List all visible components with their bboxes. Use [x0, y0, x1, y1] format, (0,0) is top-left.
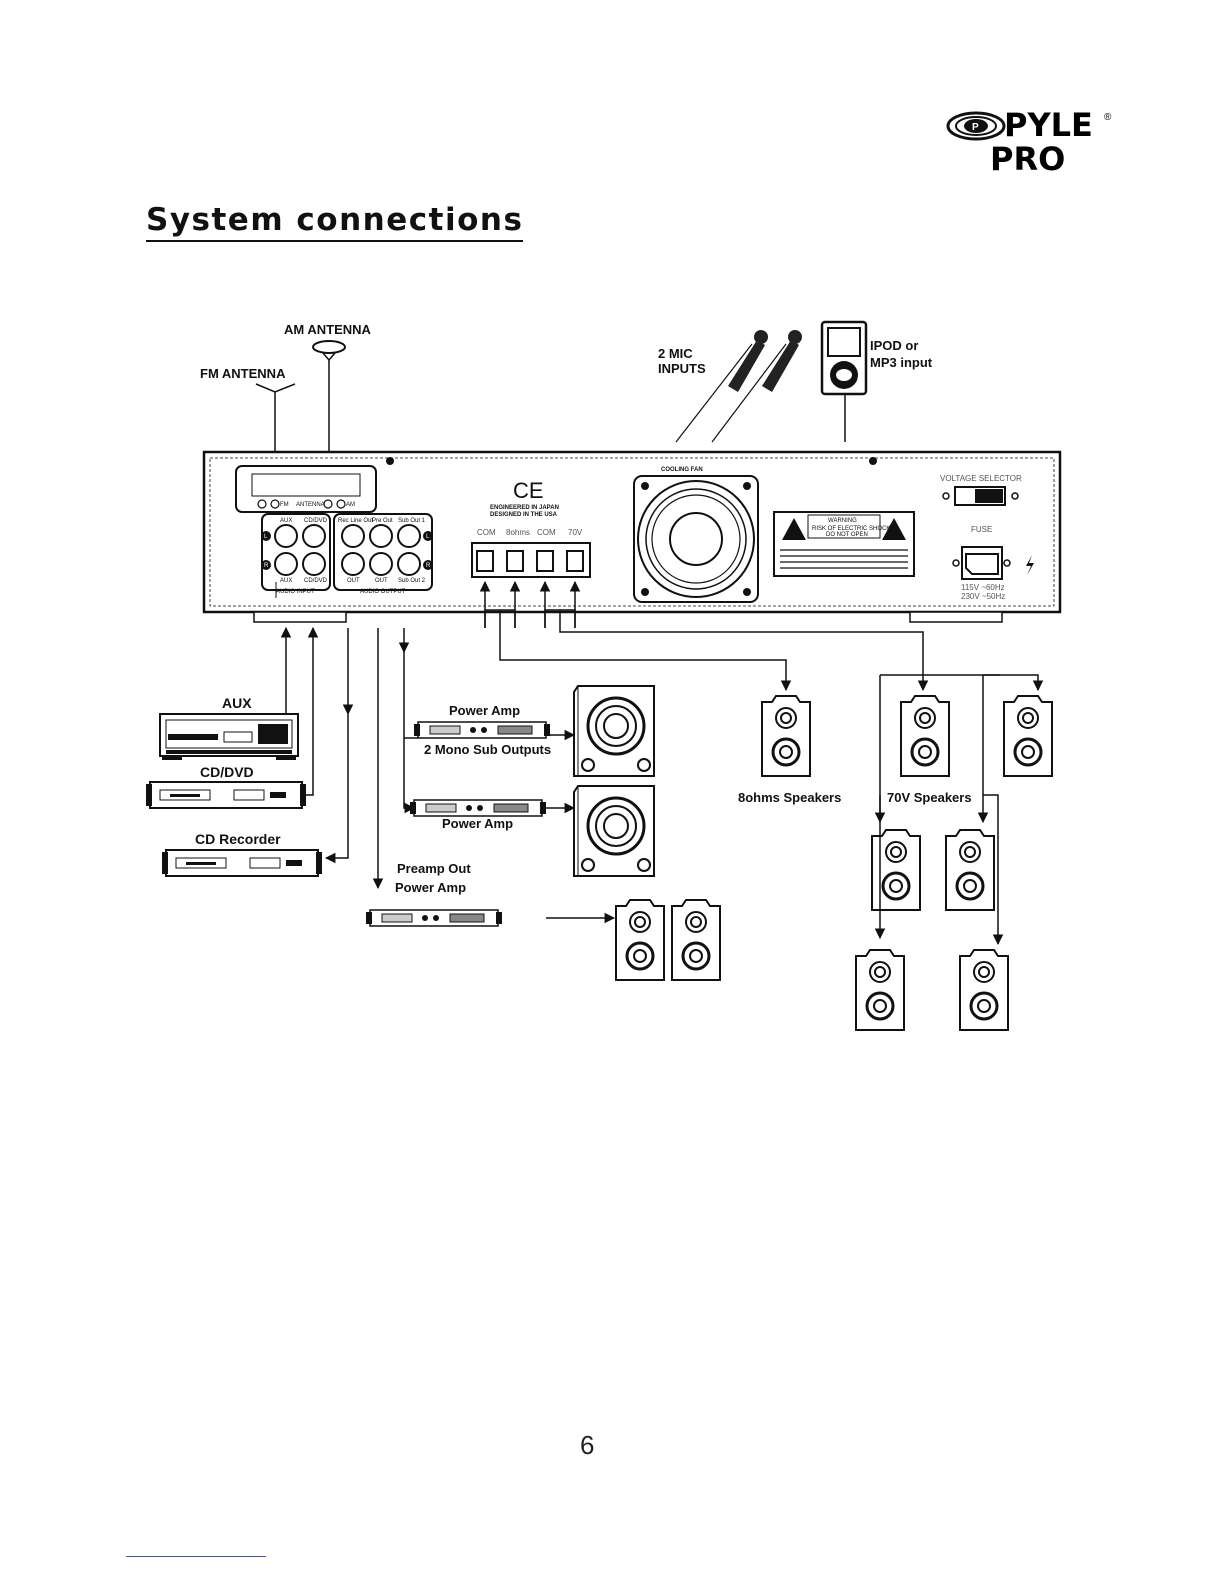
power-amp-2	[409, 799, 547, 817]
70v-speaker	[944, 828, 996, 912]
page-title: System connections	[146, 202, 524, 242]
pyle-pro-logo: P PYLE ® PRO	[946, 106, 1112, 176]
8ohms-speaker	[760, 694, 812, 778]
cddvd-device-label: CD/DVD	[200, 764, 254, 780]
logo-emblem-icon: P	[946, 111, 1006, 141]
tuner-fm-label: FM	[280, 502, 289, 508]
logo-emblem-letter: P	[972, 122, 979, 133]
rec-line-out-label: Rec Line Out	[338, 518, 373, 524]
power-amp-1	[413, 721, 551, 739]
70v-speaker	[870, 828, 922, 912]
terminal-70v-label: 70V	[568, 528, 583, 537]
ipod-label-line1: IPOD or	[870, 338, 918, 353]
mic-inputs-label-line2: INPUTS	[658, 361, 706, 376]
8ohms-speakers-label: 8ohms Speakers	[738, 790, 841, 805]
70v-speaker	[958, 948, 1010, 1032]
warning-title: WARNING	[828, 518, 857, 524]
power-amp-3	[365, 909, 503, 927]
warning-line1: RISK OF ELECTRIC SHOCK	[812, 526, 890, 532]
subwoofer-2	[572, 784, 656, 878]
cd-recorder-device	[162, 849, 322, 877]
tuner-antenna-label: ANTENNA	[296, 502, 325, 508]
ipod-label-line2: MP3 input	[870, 355, 933, 370]
70v-speaker	[899, 694, 951, 778]
out-1-label: OUT	[347, 578, 360, 584]
logo-registered-mark: ®	[1104, 112, 1112, 123]
page-number: 6	[580, 1430, 595, 1460]
logo-text-pyle: PYLE	[1004, 106, 1093, 144]
warning-line2: DO NOT OPEN	[826, 532, 868, 538]
subwoofer-1	[572, 684, 656, 778]
lightning-bolt-icon	[1026, 555, 1034, 575]
terminal-com-1-label: COM	[477, 528, 496, 537]
designed-label: DESIGNED IN THE USA	[490, 512, 558, 518]
sub-out-2-label: Sub Out 2	[398, 578, 426, 584]
voltage-selector-switch	[942, 486, 1019, 506]
aux-jack-label: AUX	[280, 518, 292, 524]
am-antenna-label: AM ANTENNA	[284, 322, 372, 337]
cddvd-jack-label: CD/DVD	[304, 518, 328, 524]
70v-speaker	[854, 948, 906, 1032]
aux-device-label: AUX	[222, 695, 252, 711]
output-right-label: R	[426, 563, 431, 569]
cddvd-jack-label-bottom: CD/DVD	[304, 578, 328, 584]
ce-mark: CE	[513, 478, 544, 503]
power-socket-icon	[952, 546, 1011, 580]
terminal-8ohms-label: 8ohms	[506, 528, 530, 537]
footer-rule	[126, 1556, 266, 1557]
preamp-speaker-left	[614, 898, 666, 982]
aux-jack-label-bottom: AUX	[280, 578, 292, 584]
sub-out-1-label: Sub Out 1	[398, 518, 426, 524]
cddvd-device	[146, 781, 306, 809]
voltage-selector-label: VOLTAGE SELECTOR	[940, 474, 1022, 483]
input-connection-lines	[280, 626, 410, 890]
microphone-icon	[675, 330, 768, 443]
power-amp-1-label: Power Amp	[449, 703, 520, 718]
mic-inputs-label-line1: 2 MIC	[658, 346, 693, 361]
audio-input-label: AUDIO INPUT	[276, 589, 315, 595]
fuse-label: FUSE	[971, 525, 992, 534]
engineered-label: ENGINEERED IN JAPAN	[490, 505, 559, 511]
warning-label-panel	[773, 511, 915, 577]
power-amp-2-label: Power Amp	[442, 816, 513, 831]
audio-output-label: AUDIO OUTPUT	[360, 589, 406, 595]
aux-device	[159, 713, 299, 760]
microphone-icon	[711, 330, 802, 443]
am-antenna-icon	[312, 340, 346, 478]
audio-output-panel	[333, 513, 433, 591]
antenna-terminal-module	[235, 465, 377, 513]
cd-recorder-label: CD Recorder	[195, 831, 281, 847]
70v-speaker	[1002, 694, 1054, 778]
ipod-icon	[820, 320, 868, 442]
power-amp-3-label: Power Amp	[395, 880, 466, 895]
input-left-label: L	[264, 534, 268, 540]
preamp-out-label: Preamp Out	[397, 861, 471, 876]
out-2-label: OUT	[375, 578, 388, 584]
speaker-connection-lines	[479, 580, 1044, 946]
voltage-115-label: 115V ~60Hz	[961, 583, 1005, 592]
audio-input-panel	[261, 513, 331, 598]
logo-text-pro: PRO	[990, 140, 1065, 176]
mono-sub-outputs-label: 2 Mono Sub Outputs	[424, 742, 551, 757]
output-left-label: L	[426, 534, 430, 540]
input-right-label: R	[264, 563, 269, 569]
voltage-230-label: 230V ~50Hz	[961, 592, 1005, 601]
terminal-com-2-label: COM	[537, 528, 556, 537]
tuner-am-label: AM	[346, 502, 355, 508]
fm-antenna-label: FM ANTENNA	[200, 366, 286, 381]
preamp-speaker-right	[670, 898, 722, 982]
70v-speakers-label: 70V Speakers	[887, 790, 972, 805]
speaker-terminals	[471, 542, 591, 578]
cooling-fan-label: COOLING FAN	[661, 467, 703, 473]
cooling-fan-icon	[633, 475, 759, 603]
output-connection-lines	[403, 650, 616, 924]
pre-out-label: Pre Out	[372, 518, 393, 524]
